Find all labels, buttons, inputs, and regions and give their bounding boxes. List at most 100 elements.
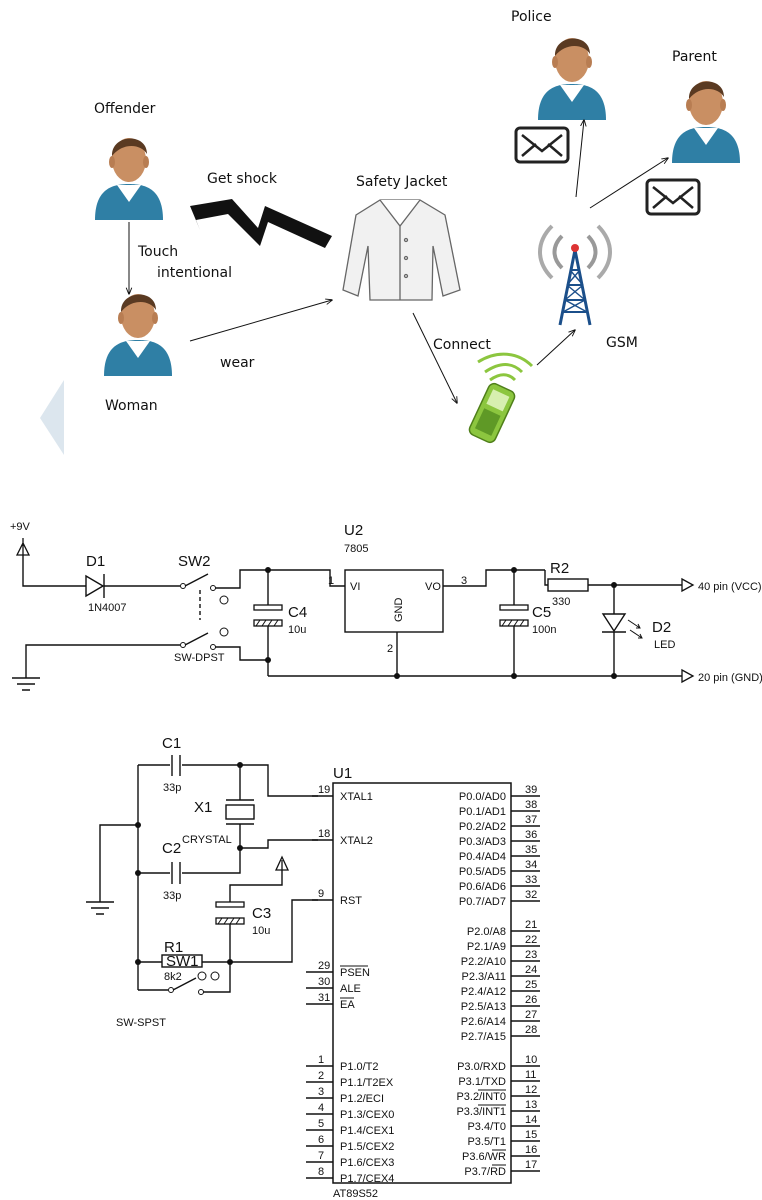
r1-value: 8k2 xyxy=(164,971,182,983)
u1-pin-number: 2 xyxy=(318,1070,324,1082)
mcu-circuit: C1 33p X1 CRYSTAL C2 33p xyxy=(86,735,540,1200)
u1-pin-number: 22 xyxy=(525,934,537,946)
u1-name: U1 xyxy=(333,765,352,782)
u1-pin-label: P2.1/A9 xyxy=(467,941,506,953)
police-person-icon xyxy=(538,38,606,120)
u2-regulator-body xyxy=(344,569,444,633)
d2-led-symbol xyxy=(601,613,627,633)
u1-pin-label: P0.0/AD0 xyxy=(459,791,506,803)
u1-pin-label: P0.4/AD4 xyxy=(459,851,506,863)
u1-pin-label: P1.5/CEX2 xyxy=(340,1141,394,1153)
offender-person-icon xyxy=(95,138,163,220)
u1-pin-label: P0.7/AD7 xyxy=(459,896,506,908)
u2-vo: VO xyxy=(425,581,441,593)
x1-part: CRYSTAL xyxy=(182,834,232,846)
u1-pin-number: 17 xyxy=(525,1159,537,1171)
u1-pin-number: 37 xyxy=(525,814,537,826)
u1-pin-number: 30 xyxy=(318,976,330,988)
parent-label: Parent xyxy=(672,49,717,65)
u1-pin-number: 36 xyxy=(525,829,537,841)
u1-pin-number: 34 xyxy=(525,859,537,871)
sw1-name: SW1 xyxy=(166,953,199,970)
u1-pin-label: P0.6/AD6 xyxy=(459,881,506,893)
d1-part: 1N4007 xyxy=(88,602,127,614)
wear-label: wear xyxy=(220,355,255,371)
r1-name: R1 xyxy=(164,939,183,956)
get-shock-label: Get shock xyxy=(207,171,278,187)
u1-pin-label: RST xyxy=(340,895,362,907)
u1-pin-label: P3.2/INT0 xyxy=(456,1091,506,1103)
u1-pin-number: 27 xyxy=(525,1009,537,1021)
u1-pin-number: 13 xyxy=(525,1099,537,1111)
parent-person-icon xyxy=(672,81,740,163)
u1-pin-number: 39 xyxy=(525,784,537,796)
u1-mcu-body xyxy=(332,782,512,1184)
r2-resistor-body xyxy=(547,578,589,592)
u1-pin-label: P1.1/T2EX xyxy=(340,1077,394,1089)
u2-name: U2 xyxy=(344,522,363,539)
u1-pin-label: P1.6/CEX3 xyxy=(340,1157,394,1169)
u1-pin-label: P2.7/A15 xyxy=(461,1031,506,1043)
woman-person-icon xyxy=(104,294,172,376)
u2-gnd: GND xyxy=(393,598,405,623)
u1-left-pins: 19XTAL118XTAL29RST29PSEN30ALE31EA1P1.0/T… xyxy=(306,784,394,1185)
r2-name: R2 xyxy=(550,560,569,577)
u1-pin-label: P2.4/A12 xyxy=(461,986,506,998)
u1-pin-label: P1.4/CEX1 xyxy=(340,1125,394,1137)
connect-label: Connect xyxy=(433,337,491,353)
u1-pin-label: P3.5/T1 xyxy=(467,1136,506,1148)
police-envelope-icon xyxy=(514,126,570,164)
c1-name: C1 xyxy=(162,735,181,752)
u2-pin3: 3 xyxy=(461,575,467,587)
u1-pin-number: 4 xyxy=(318,1102,324,1114)
u1-pin-number: 6 xyxy=(318,1134,324,1146)
touch-label: Touch xyxy=(137,244,178,260)
u1-pin-label: P0.2/AD2 xyxy=(459,821,506,833)
u1-pin-number: 32 xyxy=(525,889,537,901)
u1-pin-number: 15 xyxy=(525,1129,537,1141)
u1-pin-number: 18 xyxy=(318,828,330,840)
vcc-arrow-symbol xyxy=(274,855,290,871)
u1-pin-label: PSEN xyxy=(340,967,370,979)
u1-pin-number: 29 xyxy=(318,960,330,972)
u1-part: AT89S52 xyxy=(333,1188,378,1200)
gnd-out-label: 20 pin (GND) xyxy=(698,672,762,684)
u2-pin2: 2 xyxy=(387,643,393,655)
u1-pin-number: 25 xyxy=(525,979,537,991)
u1-pin-label: P1.7/CEX4 xyxy=(340,1173,394,1185)
u1-pin-number: 12 xyxy=(525,1084,537,1096)
d1-name: D1 xyxy=(86,553,105,570)
u1-pin-label: P2.2/A10 xyxy=(461,956,506,968)
u1-pin-label: P3.3/INT1 xyxy=(456,1106,506,1118)
supply-label: +9V xyxy=(10,521,31,533)
vcc-out-label: 40 pin (VCC) xyxy=(698,581,762,593)
u1-pin-number: 5 xyxy=(318,1118,324,1130)
lightning-icon xyxy=(190,199,332,248)
u1-pin-label: P3.6/WR xyxy=(462,1151,506,1163)
mobile-phone-icon xyxy=(468,352,534,444)
u1-pin-number: 21 xyxy=(525,919,537,931)
u1-pin-number: 31 xyxy=(318,992,330,1004)
police-label: Police xyxy=(511,9,552,25)
u1-pin-number: 26 xyxy=(525,994,537,1006)
c3-name: C3 xyxy=(252,905,271,922)
u1-pin-number: 28 xyxy=(525,1024,537,1036)
u1-pin-label: P2.0/A8 xyxy=(467,926,506,938)
d2-name: D2 xyxy=(652,619,671,636)
u1-pin-label: P3.7/RD xyxy=(464,1166,506,1178)
sw2-name: SW2 xyxy=(178,553,211,570)
intentional-label: intentional xyxy=(157,265,232,281)
d2-part: LED xyxy=(654,639,675,651)
u1-pin-label: ALE xyxy=(340,983,361,995)
u1-pin-number: 1 xyxy=(318,1054,324,1066)
block-diagram: Police Parent Offender Get shock Safety … xyxy=(40,9,740,455)
u1-pin-label: P3.4/T0 xyxy=(467,1121,506,1133)
gsm-label: GSM xyxy=(606,335,638,351)
phone-to-gsm-arrow xyxy=(536,330,575,366)
c4-value: 10u xyxy=(288,624,306,636)
parent-envelope-icon xyxy=(645,178,701,216)
u1-pin-label: P2.6/A14 xyxy=(461,1016,506,1028)
c3-value: 10u xyxy=(252,925,270,937)
connect-arrow xyxy=(412,312,457,403)
